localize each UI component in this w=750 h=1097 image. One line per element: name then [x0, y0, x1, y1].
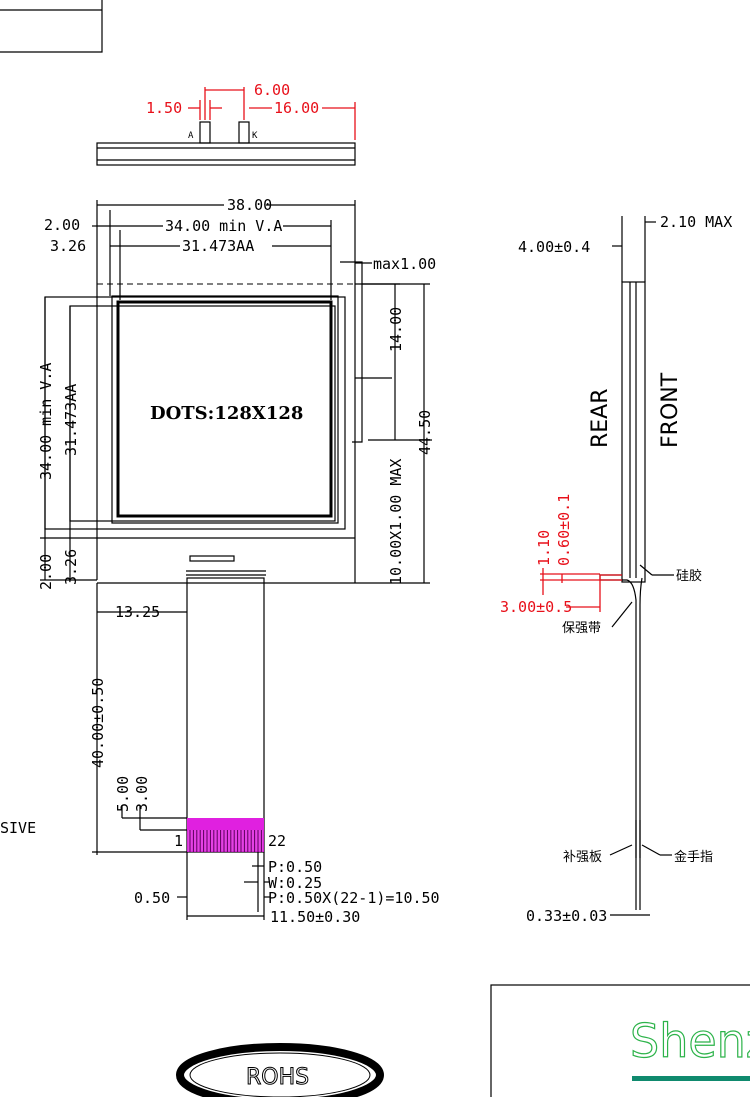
panel-thickness: 4.00±0.4 [518, 238, 590, 256]
front-view: DOTS:128X128 38.00 34.00 min V.A 31.473A… [40, 196, 436, 584]
fpc-thickness: 0.33±0.03 [526, 907, 607, 925]
max-thickness: 10.00X1.00 MAX [387, 459, 405, 585]
gold-finger-pads [187, 830, 264, 852]
pin-a [199, 121, 211, 144]
aa-width: 31.473AA [182, 237, 254, 255]
height-14: 14.00 [387, 307, 405, 352]
dots-label: DOTS:128X128 [150, 403, 303, 424]
side-thickness: 2.10 MAX [660, 213, 732, 231]
rohs-badge: ROHS [176, 1043, 384, 1097]
side-view: 2.10 MAX 4.00±0.4 REAR FRONT 3.00±0.5 硅胶… [500, 213, 732, 925]
dim-0-60: 0.60±0.1 [555, 494, 573, 566]
dim-1-10: 1.10 [535, 530, 553, 566]
va-width: 34.00 min V.A [165, 217, 282, 235]
pin-width: 1.50 [146, 99, 182, 117]
company-block: Shenzh [490, 984, 750, 1097]
pin-k [238, 121, 250, 144]
company-bar [632, 1076, 750, 1081]
pin-1: 1 [174, 832, 183, 850]
adhesive-fragment: SIVE [0, 819, 36, 837]
pitch-total: P:0.50X(22-1)=10.50 [268, 889, 440, 907]
pin-spacing: 6.00 [254, 81, 290, 99]
width-38: 38.00 [227, 196, 272, 214]
pad-width: W:0.25 [268, 874, 322, 892]
rohs-text: ROHS [246, 1065, 309, 1090]
fpc-tail: 13.25 1 22 P:0.50 W:0.25 P:0.50X(22-1)=1… [0, 577, 440, 926]
top-view: A K 6.00 1.50 16.00 [96, 81, 356, 166]
stiffener-3: 3.00 [133, 776, 151, 812]
pin-22: 22 [268, 832, 286, 850]
title-block-fragment [0, 0, 103, 53]
height-44-5: 44.50 [416, 410, 434, 455]
max-offset: max1.00 [373, 255, 436, 273]
stiffener-label: 补强板 [563, 850, 602, 865]
dim-3-00: 3.00±0.5 [500, 598, 572, 616]
pin-a-label: A [188, 131, 194, 141]
company-name: Shenzh [630, 1014, 750, 1068]
border-2-top: 2.00 [44, 216, 80, 234]
aa-height: 31.473AA [62, 384, 80, 456]
aa-offset-top: 3.26 [50, 237, 86, 255]
front-label: FRONT [658, 372, 683, 448]
stiffener-5: 5.00 [114, 776, 132, 812]
border-2-bottom: 2.00 [37, 554, 55, 590]
pin-k-label: K [252, 131, 258, 141]
protect-tape-label: 保强带 [562, 621, 601, 636]
gold-finger-label: 金手指 [674, 849, 713, 865]
fpc-margin: 0.50 [134, 889, 170, 907]
overall-16: 16.00 [274, 99, 319, 117]
aa-offset-bottom: 3.26 [62, 549, 80, 585]
pitch: P:0.50 [268, 858, 322, 876]
fpc-offset: 13.25 [115, 603, 160, 621]
silicone-label: 硅胶 [676, 568, 702, 584]
stiffener-pad [187, 818, 264, 830]
va-height: 34.00 min V.A [37, 363, 55, 480]
rear-label: REAR [588, 388, 613, 448]
fpc-length: 40.00±0.50 [89, 678, 107, 768]
fpc-width: 11.50±0.30 [270, 908, 360, 926]
